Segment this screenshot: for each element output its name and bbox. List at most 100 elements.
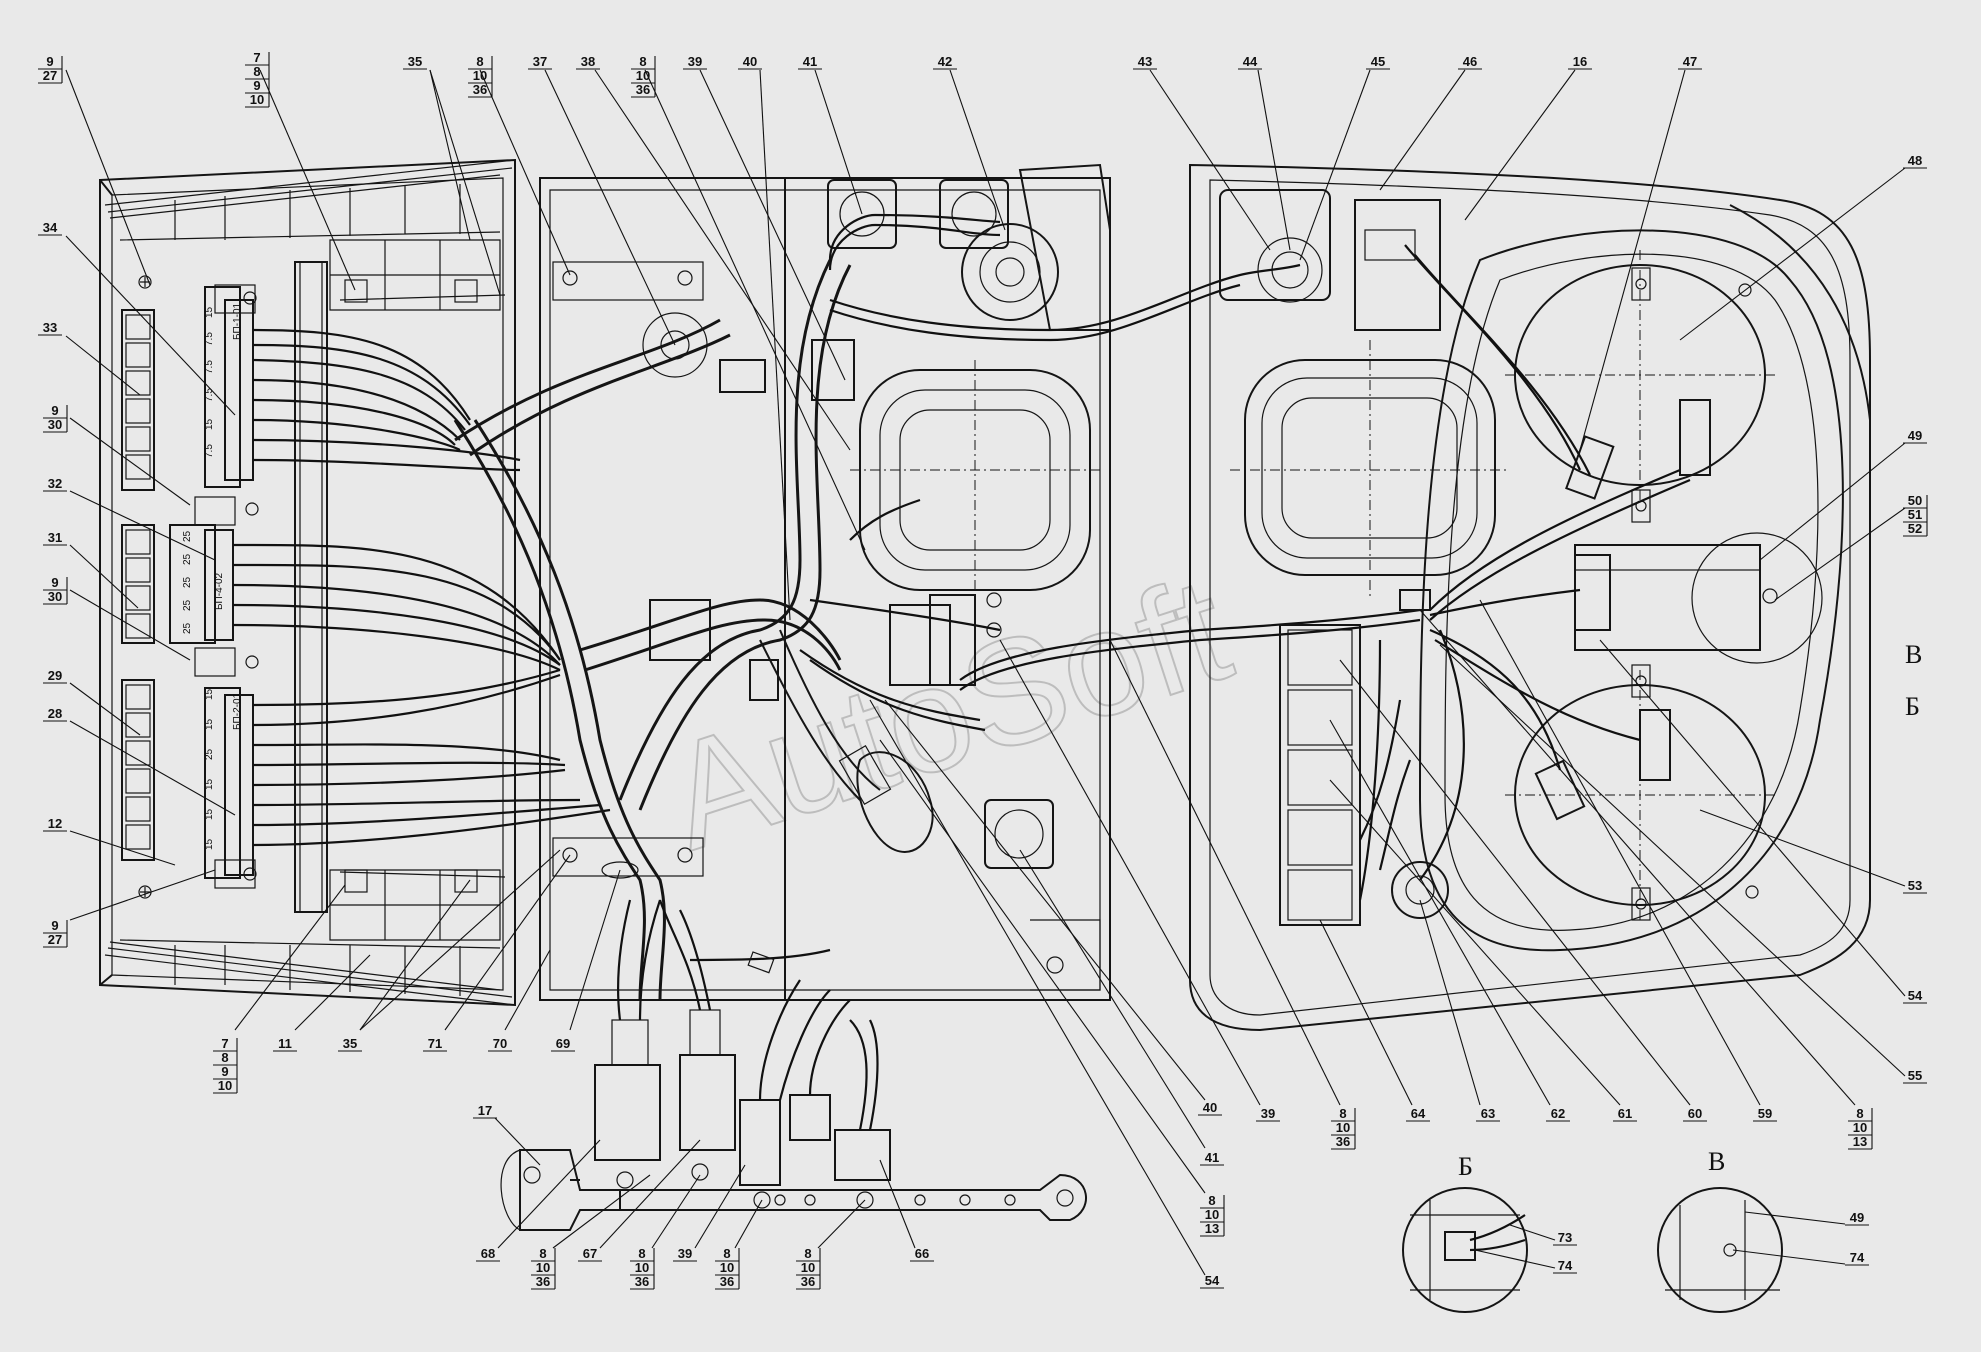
callout-number: 9: [51, 403, 58, 418]
callout-54: 54: [1200, 1273, 1224, 1289]
leader-line: [1599, 639, 1906, 997]
callout-12: 12: [43, 816, 67, 832]
callout-54: 54: [1903, 988, 1927, 1004]
leader-line: [259, 69, 356, 291]
callout-55: 55: [1903, 1068, 1927, 1084]
callout-number: 61: [1618, 1106, 1632, 1121]
callout-49: 49: [1845, 1210, 1869, 1226]
callout-number: 54: [1205, 1273, 1220, 1288]
callout-40: 40: [738, 54, 762, 70]
callout-number: 8: [539, 1246, 546, 1261]
callout-9-27: 927: [38, 54, 63, 84]
leader-line: [1149, 69, 1271, 251]
leader-line: [1329, 779, 1621, 1106]
callout-number: 17: [478, 1103, 492, 1118]
callout-number: 16: [1573, 54, 1587, 69]
callout-number: 55: [1908, 1068, 1922, 1083]
callout-number: 35: [408, 54, 422, 69]
callout-number: 47: [1683, 54, 1697, 69]
leader-line: [949, 69, 1006, 231]
callout-number: 44: [1243, 54, 1258, 69]
leader-line: [1699, 809, 1906, 887]
leader-line: [699, 69, 846, 381]
callout-42: 42: [933, 54, 957, 70]
fuse-rating: 7.5: [204, 360, 215, 374]
callout-number: 36: [635, 1274, 649, 1289]
fuse-rating: 25: [182, 599, 193, 611]
leader-line: [69, 869, 216, 921]
callout-60: 60: [1683, 1106, 1707, 1122]
leader-line: [1774, 507, 1906, 601]
callout-31: 31: [43, 530, 67, 546]
callout-number: 53: [1908, 878, 1922, 893]
leader-line: [814, 69, 863, 215]
leader-line: [1319, 919, 1413, 1106]
main-harness: [453, 259, 881, 1001]
callout-number: 36: [536, 1274, 550, 1289]
callout-number: 30: [48, 589, 62, 604]
leader-line: [1339, 659, 1691, 1106]
callout-number: 7: [221, 1036, 228, 1051]
callout-number: 8: [253, 64, 260, 79]
callout-35: 35: [338, 1036, 362, 1052]
callout-number: 10: [1205, 1207, 1219, 1222]
callout-46: 46: [1458, 54, 1482, 70]
leader-line: [69, 830, 176, 866]
callout-number: 13: [1205, 1221, 1219, 1236]
leader-line: [69, 589, 191, 661]
callout-number: 74: [1558, 1258, 1573, 1273]
leader-line: [869, 699, 1206, 1276]
switch-stack: [1279, 624, 1361, 926]
leader-line: [694, 1164, 746, 1249]
fuse-block-1-label: БП-1-01: [232, 302, 243, 340]
view-letter-b-side: Б: [1905, 692, 1920, 721]
fuse-rating: 15: [204, 808, 215, 820]
callout-67: 67: [578, 1246, 602, 1262]
callout-number: 8: [804, 1246, 811, 1261]
leader-line: [1744, 1211, 1846, 1225]
callout-39: 39: [673, 1246, 697, 1262]
callout-number: 35: [343, 1036, 357, 1051]
callout-48: 48: [1903, 153, 1927, 169]
leader-line: [429, 69, 471, 241]
callout-number: 48: [1908, 153, 1922, 168]
callout-number: 74: [1850, 1250, 1865, 1265]
switch-column-middle: [121, 524, 155, 644]
leader-line: [65, 69, 151, 286]
callout-number: 46: [1463, 54, 1477, 69]
fuse-rating: 15: [204, 688, 215, 700]
leader-line: [69, 682, 141, 736]
callout-number: 9: [51, 575, 58, 590]
callout-number: 8: [639, 54, 646, 69]
callout-61: 61: [1613, 1106, 1637, 1122]
callout-71: 71: [423, 1036, 447, 1052]
callout-40: 40: [1198, 1100, 1222, 1116]
callout-62: 62: [1546, 1106, 1570, 1122]
callout-number: 31: [48, 530, 62, 545]
leader-line: [69, 720, 236, 816]
callout-49: 49: [1903, 428, 1927, 444]
switch-column-lower: [121, 679, 155, 861]
callout-37: 37: [528, 54, 552, 70]
callout-32: 32: [43, 476, 67, 492]
callout-number: 9: [253, 78, 260, 93]
callout-number: 10: [250, 92, 264, 107]
callout-number: 67: [583, 1246, 597, 1261]
callout-number: 9: [51, 918, 58, 933]
leader-line: [1379, 69, 1466, 191]
callout-9-27: 927: [43, 918, 68, 948]
callout-17: 17: [473, 1103, 497, 1119]
callout-number: 40: [743, 54, 757, 69]
leader-line: [1509, 1224, 1556, 1241]
leader-line: [879, 739, 1206, 1194]
callout-number: 41: [1205, 1150, 1219, 1165]
view-letter-b-title: Б: [1458, 1152, 1473, 1181]
callout-number: 50: [1908, 493, 1922, 508]
view-letter-v-title: В: [1708, 1147, 1725, 1176]
